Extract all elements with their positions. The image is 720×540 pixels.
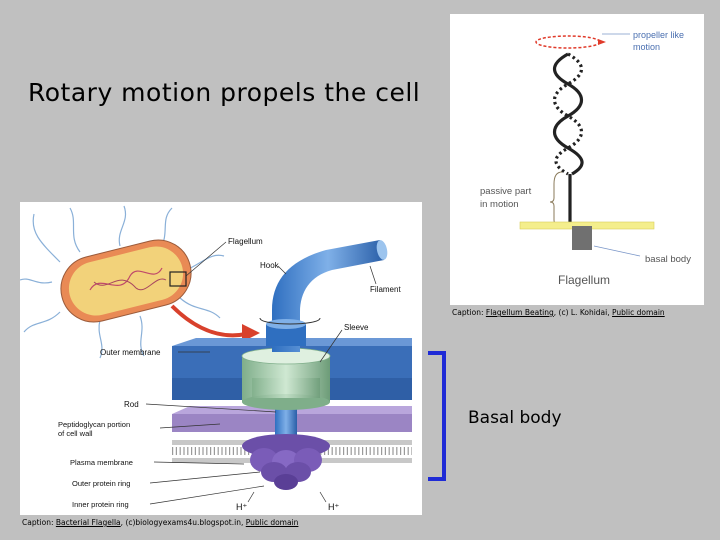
label-outer-membrane: Outer membrane bbox=[100, 348, 161, 357]
zoom-arrowhead bbox=[242, 324, 260, 342]
propeller-ellipse bbox=[535, 35, 601, 49]
passive-label-line2: in motion bbox=[480, 199, 519, 210]
label-plasma-membrane: Plasma membrane bbox=[70, 458, 133, 467]
label-h-plus-left: H⁺ bbox=[236, 502, 247, 512]
caption-author: , (c) L. Kohidai, bbox=[553, 308, 613, 317]
propeller-arrowhead bbox=[598, 39, 606, 45]
caption-prefix: Caption: bbox=[452, 308, 486, 317]
label-peptidoglycan-line1: Peptidoglycan portion bbox=[58, 420, 130, 429]
caption-source-link[interactable]: Bacterial Flagella bbox=[55, 518, 121, 527]
label-inner-protein-ring: Inner protein ring bbox=[72, 500, 129, 509]
protein-rings bbox=[242, 434, 330, 490]
zoom-arrow bbox=[170, 304, 247, 338]
label-sleeve: Sleeve bbox=[344, 323, 369, 332]
caption-source-link[interactable]: Flagellum Beating bbox=[485, 308, 554, 317]
label-rod: Rod bbox=[124, 400, 139, 409]
caption-author: , (c)biologyexams4u.blogspot.in, bbox=[120, 518, 246, 527]
helix-dotted-strand bbox=[552, 52, 584, 176]
caption-license-link[interactable]: Public domain bbox=[245, 518, 299, 527]
label-h-plus-right: H⁺ bbox=[328, 502, 339, 512]
flagellum-beating-figure: propeller like motion passive part in mo… bbox=[450, 14, 704, 305]
caption-license-link[interactable]: Public domain bbox=[612, 308, 665, 317]
propeller-label-line2: motion bbox=[633, 42, 660, 52]
basal-body-label: basal body bbox=[645, 254, 691, 265]
label-peptidoglycan-line2: of cell wall bbox=[58, 429, 93, 438]
basal-pointer bbox=[593, 245, 641, 257]
right-figure-caption: Caption: Flagellum Beating, (c) L. Kohid… bbox=[452, 308, 665, 317]
label-flagellum: Flagellum bbox=[228, 237, 263, 246]
rotation-arrow bbox=[259, 317, 321, 325]
bacterium-cell bbox=[19, 205, 225, 359]
label-outer-protein-ring: Outer protein ring bbox=[72, 479, 130, 488]
bacterial-flagellum-figure: Flagellum Hook Filament Sleeve Outer mem… bbox=[19, 202, 422, 515]
flagellum-beating-diagram: propeller like motion passive part in mo… bbox=[480, 30, 691, 287]
helix-solid-strand bbox=[552, 52, 584, 176]
label-filament: Filament bbox=[370, 285, 401, 294]
basal-body-bracket-label: Basal body bbox=[468, 408, 562, 428]
flagellum-label: Flagellum bbox=[558, 273, 610, 287]
label-hook: Hook bbox=[260, 261, 280, 270]
passive-brace bbox=[549, 171, 563, 227]
passive-label-line1: passive part bbox=[480, 186, 532, 197]
caption-prefix: Caption: bbox=[22, 518, 56, 527]
basal-body-bracket bbox=[428, 351, 446, 481]
label-pointers bbox=[145, 241, 377, 505]
basal-body-block bbox=[572, 226, 592, 250]
bacterial-flagellum-diagram: Flagellum Hook Filament Sleeve Outer mem… bbox=[19, 205, 412, 512]
slide-title: Rotary motion propels the cell bbox=[28, 78, 421, 107]
propeller-label-line1: propeller like bbox=[633, 30, 684, 40]
left-figure-caption: Caption: Bacterial Flagella, (c)biologye… bbox=[22, 518, 298, 527]
